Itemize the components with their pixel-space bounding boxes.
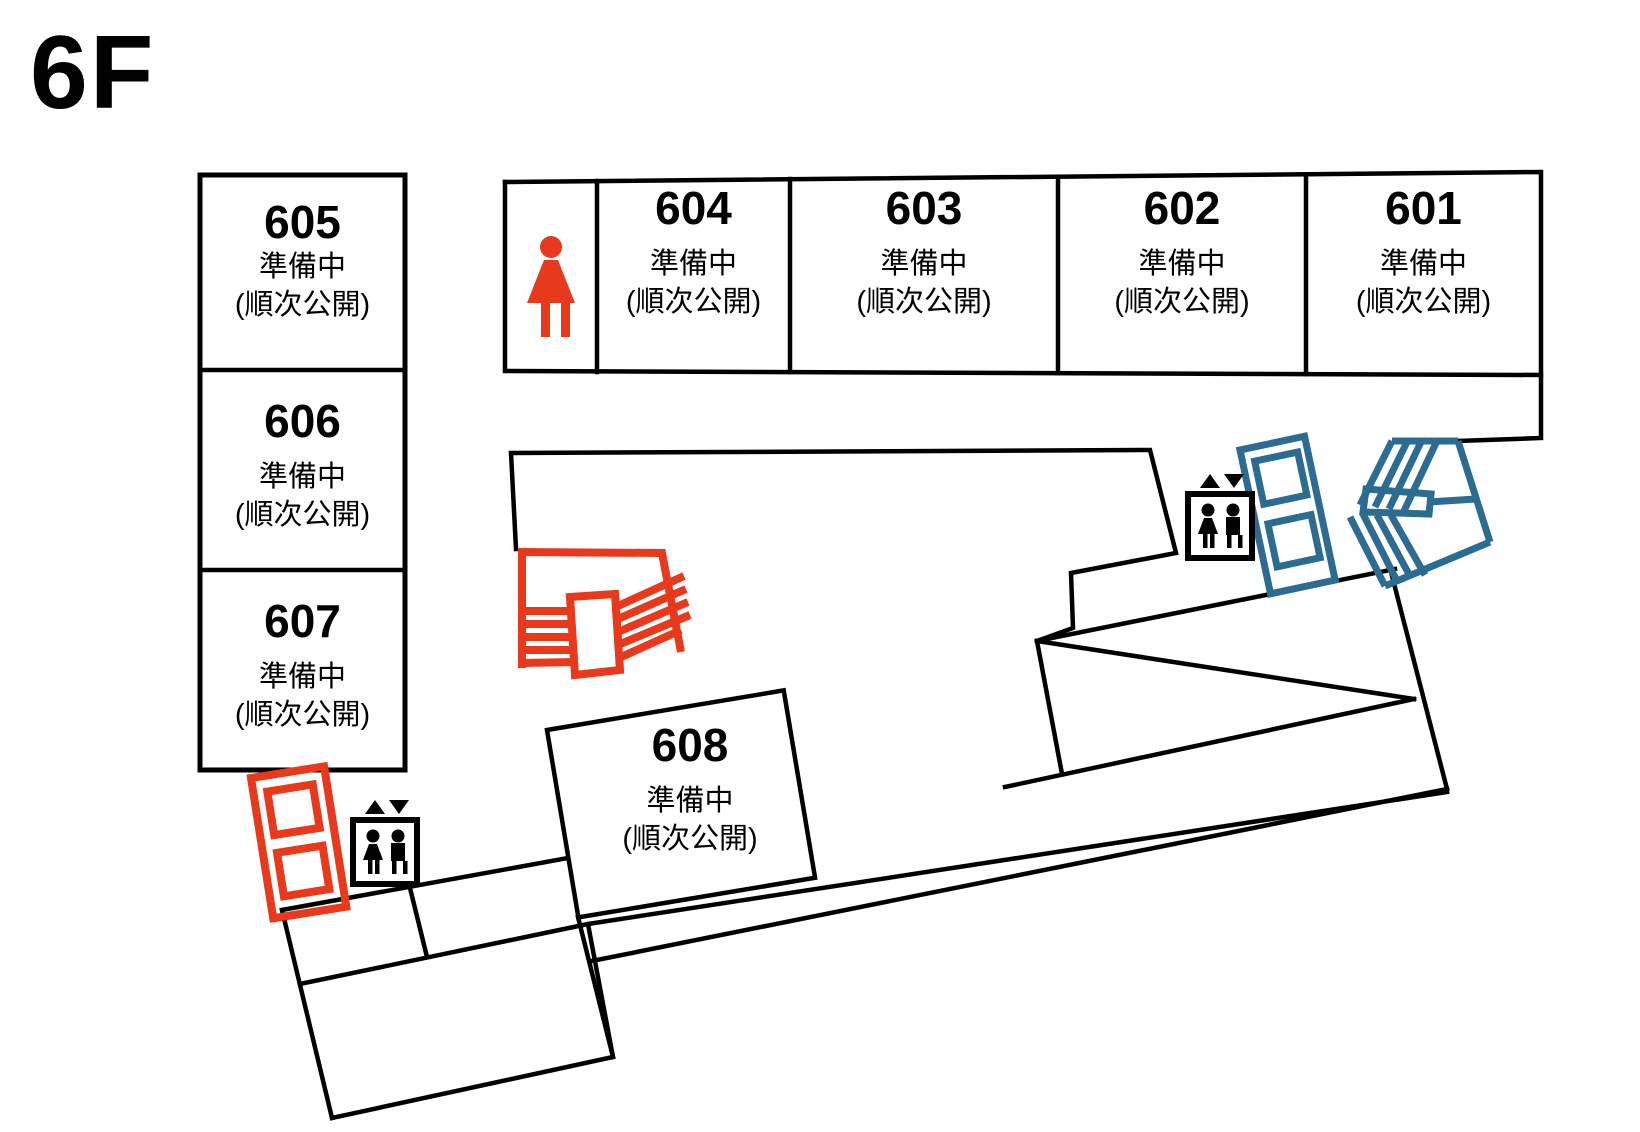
escalator-icon-red (246, 761, 351, 923)
corridor-outline (508, 447, 1179, 644)
elevator-icon (353, 800, 417, 884)
elevator-icon (1188, 474, 1252, 558)
lower-outline (279, 786, 1450, 1121)
left-rooms-outline (197, 172, 408, 773)
top-rooms-outline (502, 169, 1544, 444)
staircase-icon-red (518, 547, 692, 680)
staircase-icon-blue (1346, 437, 1494, 590)
womens-restroom-icon (527, 236, 575, 337)
floor-title: 6F (30, 15, 156, 131)
room-608-box (544, 687, 818, 920)
escalator-icon-blue (1235, 432, 1340, 598)
